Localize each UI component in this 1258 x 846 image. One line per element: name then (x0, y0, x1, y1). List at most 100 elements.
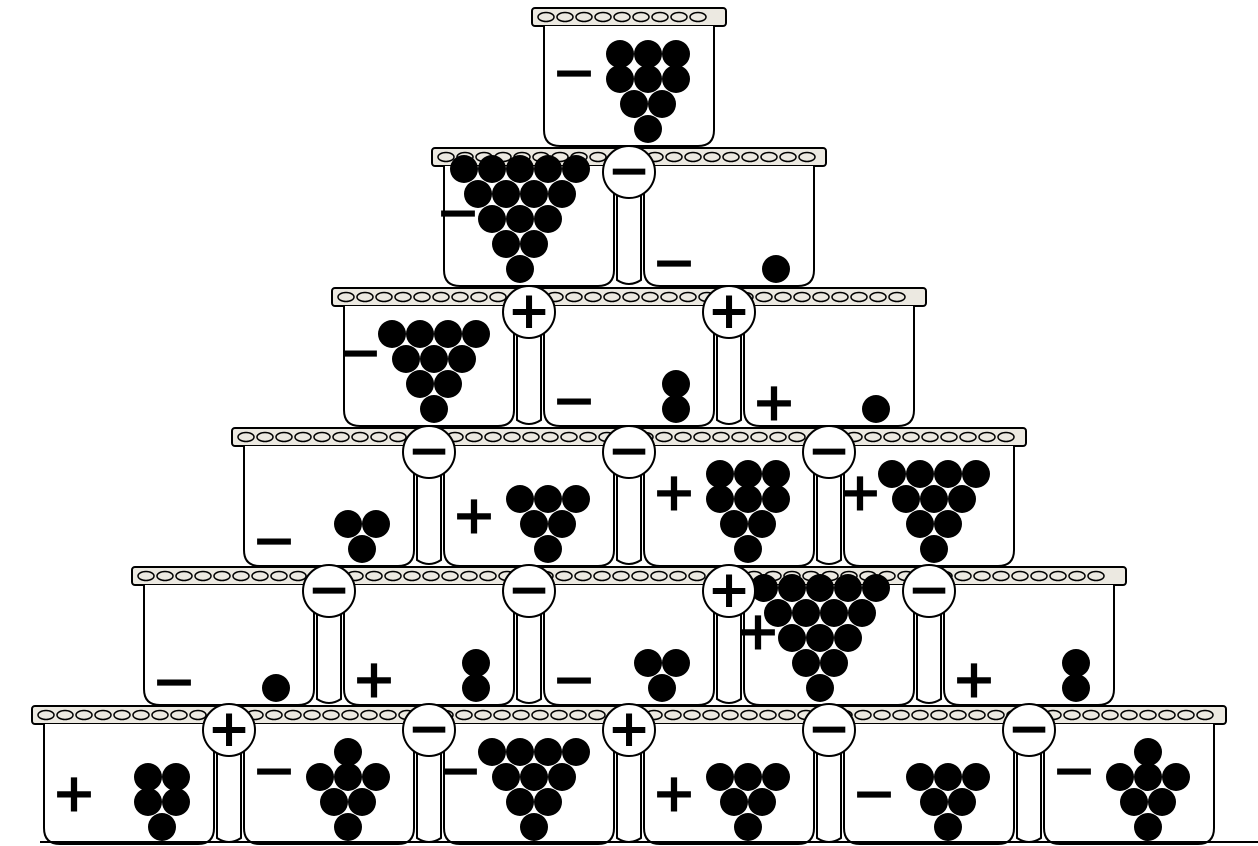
lid-bead (974, 572, 990, 581)
lid-bead (594, 572, 610, 581)
jar: − (644, 166, 814, 294)
valve-sign: − (807, 699, 851, 759)
ball (320, 788, 348, 816)
lid-bead (779, 711, 795, 720)
ball (506, 155, 534, 183)
ball (548, 180, 576, 208)
ball (606, 65, 634, 93)
ball (634, 649, 662, 677)
lid-bead (732, 433, 748, 442)
ball (748, 788, 776, 816)
ball (848, 599, 876, 627)
lid-bead (893, 711, 909, 720)
jar: − (1044, 724, 1214, 844)
valve-sign: − (607, 421, 651, 481)
lid-bead (955, 572, 971, 581)
ball (1134, 738, 1162, 766)
lid-bead (633, 13, 649, 22)
jar: + (44, 724, 214, 844)
lid-bead (670, 572, 686, 581)
lid-bead (314, 433, 330, 442)
ball (834, 574, 862, 602)
ball (662, 40, 690, 68)
lid-bead (190, 711, 206, 720)
ball (662, 395, 690, 423)
ball (792, 649, 820, 677)
lid-bead (680, 293, 696, 302)
jar-sign: + (751, 371, 796, 434)
lid-bead (666, 153, 682, 162)
lid-bead (452, 293, 468, 302)
lid-bead (742, 153, 758, 162)
lid-bead (689, 572, 705, 581)
ball (820, 649, 848, 677)
ball (334, 738, 362, 766)
ball (706, 763, 734, 791)
lid-bead (1121, 711, 1137, 720)
lid-bead (238, 433, 254, 442)
ball (434, 320, 462, 348)
lid-bead (233, 572, 249, 581)
ball (762, 255, 790, 283)
lid-bead (438, 153, 454, 162)
ball (478, 155, 506, 183)
lid-bead (542, 433, 558, 442)
ball (392, 345, 420, 373)
lid-bead (271, 572, 287, 581)
ball (334, 510, 362, 538)
ball (962, 460, 990, 488)
valve-sign: − (407, 699, 451, 759)
valve-sign: + (507, 281, 551, 341)
ball (934, 510, 962, 538)
ball (534, 155, 562, 183)
lid-bead (1031, 572, 1047, 581)
lid-bead (632, 572, 648, 581)
lid-bead (480, 572, 496, 581)
ball (734, 535, 762, 563)
jar: − (437, 724, 614, 844)
valve-sign: − (907, 560, 951, 620)
lid-bead (665, 711, 681, 720)
ball (520, 763, 548, 791)
ball (434, 370, 462, 398)
lid-bead (760, 711, 776, 720)
lid-bead (138, 572, 154, 581)
ball (1162, 763, 1190, 791)
shelf-row: −−+ (332, 288, 926, 434)
jar-sign: − (435, 181, 480, 244)
lid-bead (1102, 711, 1118, 720)
ball (906, 763, 934, 791)
lid-bead (371, 433, 387, 442)
lid-bead (390, 433, 406, 442)
ball (362, 763, 390, 791)
lid-bead (504, 433, 520, 442)
lid-bead (1178, 711, 1194, 720)
lid-bead (557, 13, 573, 22)
ball (492, 180, 520, 208)
ball (720, 510, 748, 538)
ball (806, 674, 834, 702)
jar: − (337, 306, 514, 426)
jar-sign: + (451, 484, 496, 547)
ball (948, 788, 976, 816)
jar: + (644, 724, 814, 844)
ball (506, 738, 534, 766)
ball (134, 788, 162, 816)
lid-bead (575, 572, 591, 581)
ball (734, 763, 762, 791)
ball (548, 763, 576, 791)
ball (648, 90, 676, 118)
lid-bead (338, 293, 354, 302)
jar-sign: − (251, 509, 296, 572)
lid-bead (993, 572, 1009, 581)
lid-bead (1088, 572, 1104, 581)
valve-sign: − (807, 421, 851, 481)
ball (1062, 674, 1090, 702)
lid-bead (722, 711, 738, 720)
lid-bead (741, 711, 757, 720)
ball (450, 155, 478, 183)
lid-bead (95, 711, 111, 720)
lid-bead (713, 433, 729, 442)
lid-bead (133, 711, 149, 720)
